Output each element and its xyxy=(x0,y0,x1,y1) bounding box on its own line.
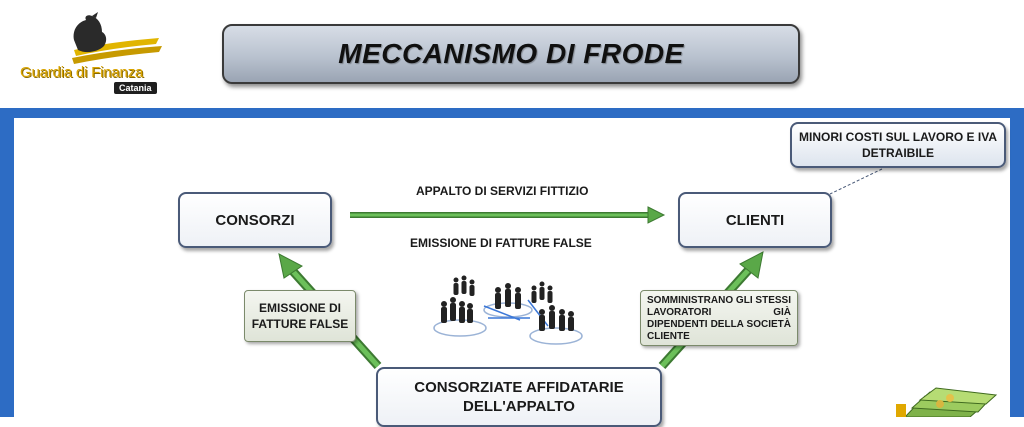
arrow-consorzi-to-clienti xyxy=(350,206,666,224)
title-banner: MECCANISMO DI FRODE xyxy=(222,24,800,84)
node-consorziate-line1: CONSORZIATE AFFIDATARIE xyxy=(414,379,624,396)
money-stack-icon xyxy=(896,387,998,417)
callout-emissione: EMISSIONE DI FATTURE FALSE xyxy=(244,290,356,342)
node-clienti: CLIENTI xyxy=(678,192,832,248)
note-connector xyxy=(829,168,883,195)
logo-text: Guardia di Finanza xyxy=(20,64,144,81)
label-appalto: APPALTO DI SERVIZI FITTIZIO xyxy=(416,184,589,198)
people-network-icon xyxy=(433,275,583,345)
node-consorziate-line2: DELL'APPALTO xyxy=(463,398,575,415)
label-emissione: EMISSIONE DI FATTURE FALSE xyxy=(410,236,592,250)
page-title: MECCANISMO DI FRODE xyxy=(338,38,684,69)
node-consorzi: CONSORZI xyxy=(178,192,332,248)
diagram-connectors xyxy=(278,168,998,417)
logo-subtext: Catania xyxy=(114,82,157,94)
logo: Guardia di Finanza Catania xyxy=(14,12,174,98)
note-minori-costi: MINORI COSTI SUL LAVORO E IVA DETRAIBILE xyxy=(790,122,1006,168)
callout-somministrano: SOMMINISTRANO GLI STESSI LAVORATORI GIÀ … xyxy=(640,290,798,346)
eagle-emblem-icon xyxy=(72,12,162,64)
node-consorziate: CONSORZIATE AFFIDATARIE DELL'APPALTO xyxy=(376,367,662,427)
